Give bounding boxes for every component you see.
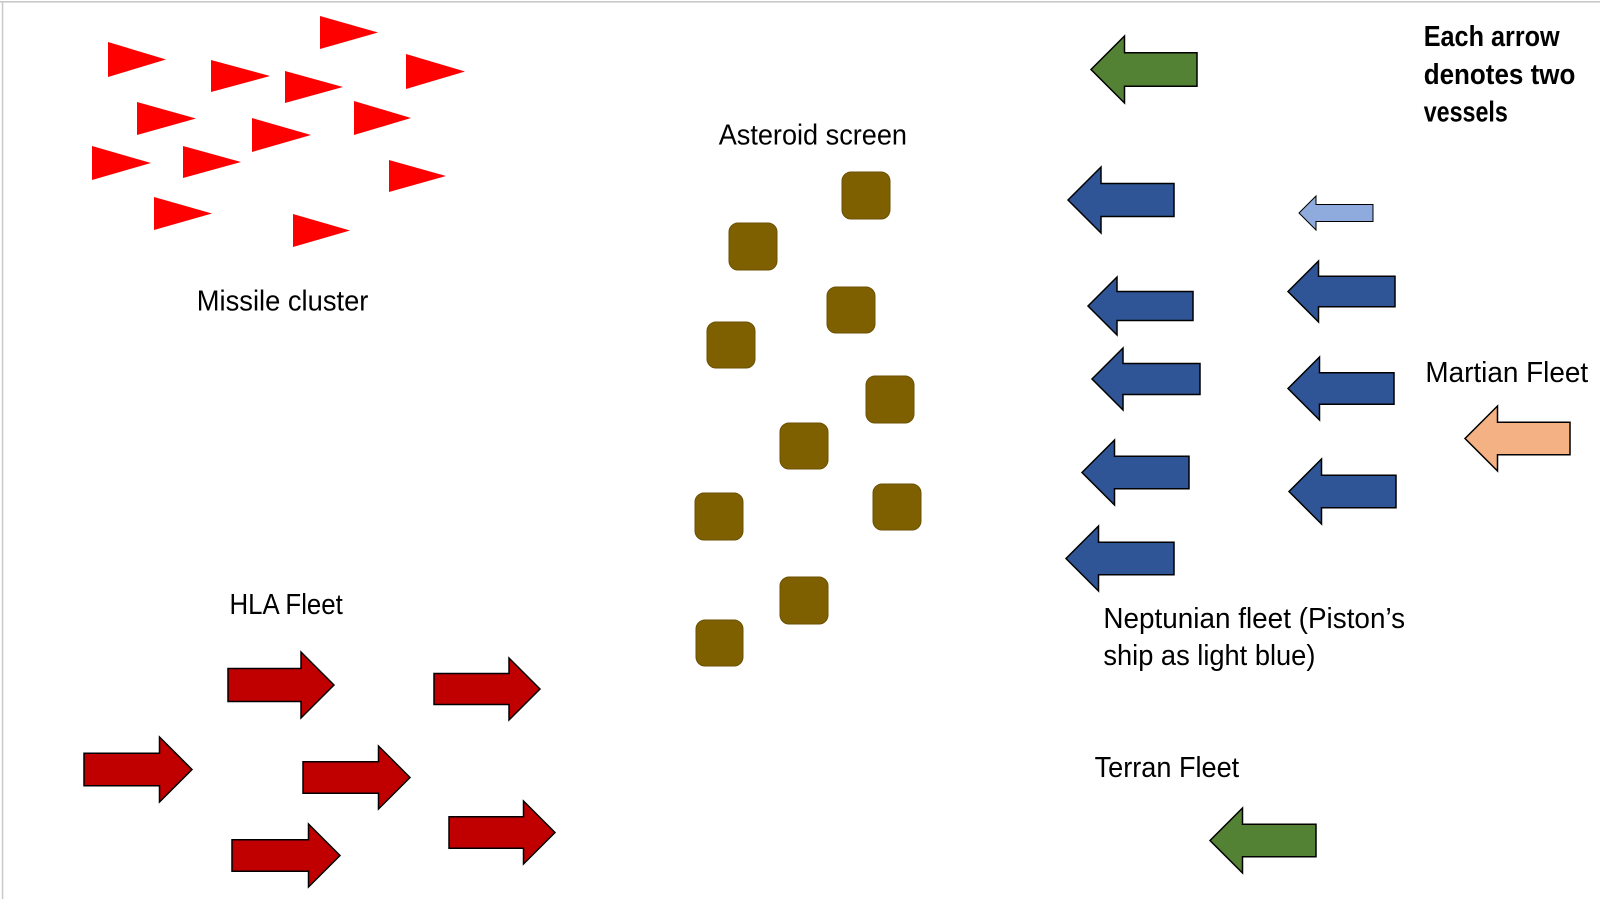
svg-text:denotes two: denotes two xyxy=(1424,59,1576,91)
svg-text:Missile cluster: Missile cluster xyxy=(197,286,369,318)
svg-text:ship as light blue): ship as light blue) xyxy=(1103,640,1315,672)
svg-text:Martian Fleet: Martian Fleet xyxy=(1425,357,1588,389)
svg-text:Terran Fleet: Terran Fleet xyxy=(1095,752,1240,784)
svg-text:Asteroid screen: Asteroid screen xyxy=(719,120,907,152)
svg-text:Neptunian fleet (Piston’s: Neptunian fleet (Piston’s xyxy=(1103,603,1405,635)
svg-text:HLA Fleet: HLA Fleet xyxy=(230,589,343,621)
svg-text:vessels: vessels xyxy=(1424,97,1508,129)
svg-text:Each arrow: Each arrow xyxy=(1424,21,1561,53)
